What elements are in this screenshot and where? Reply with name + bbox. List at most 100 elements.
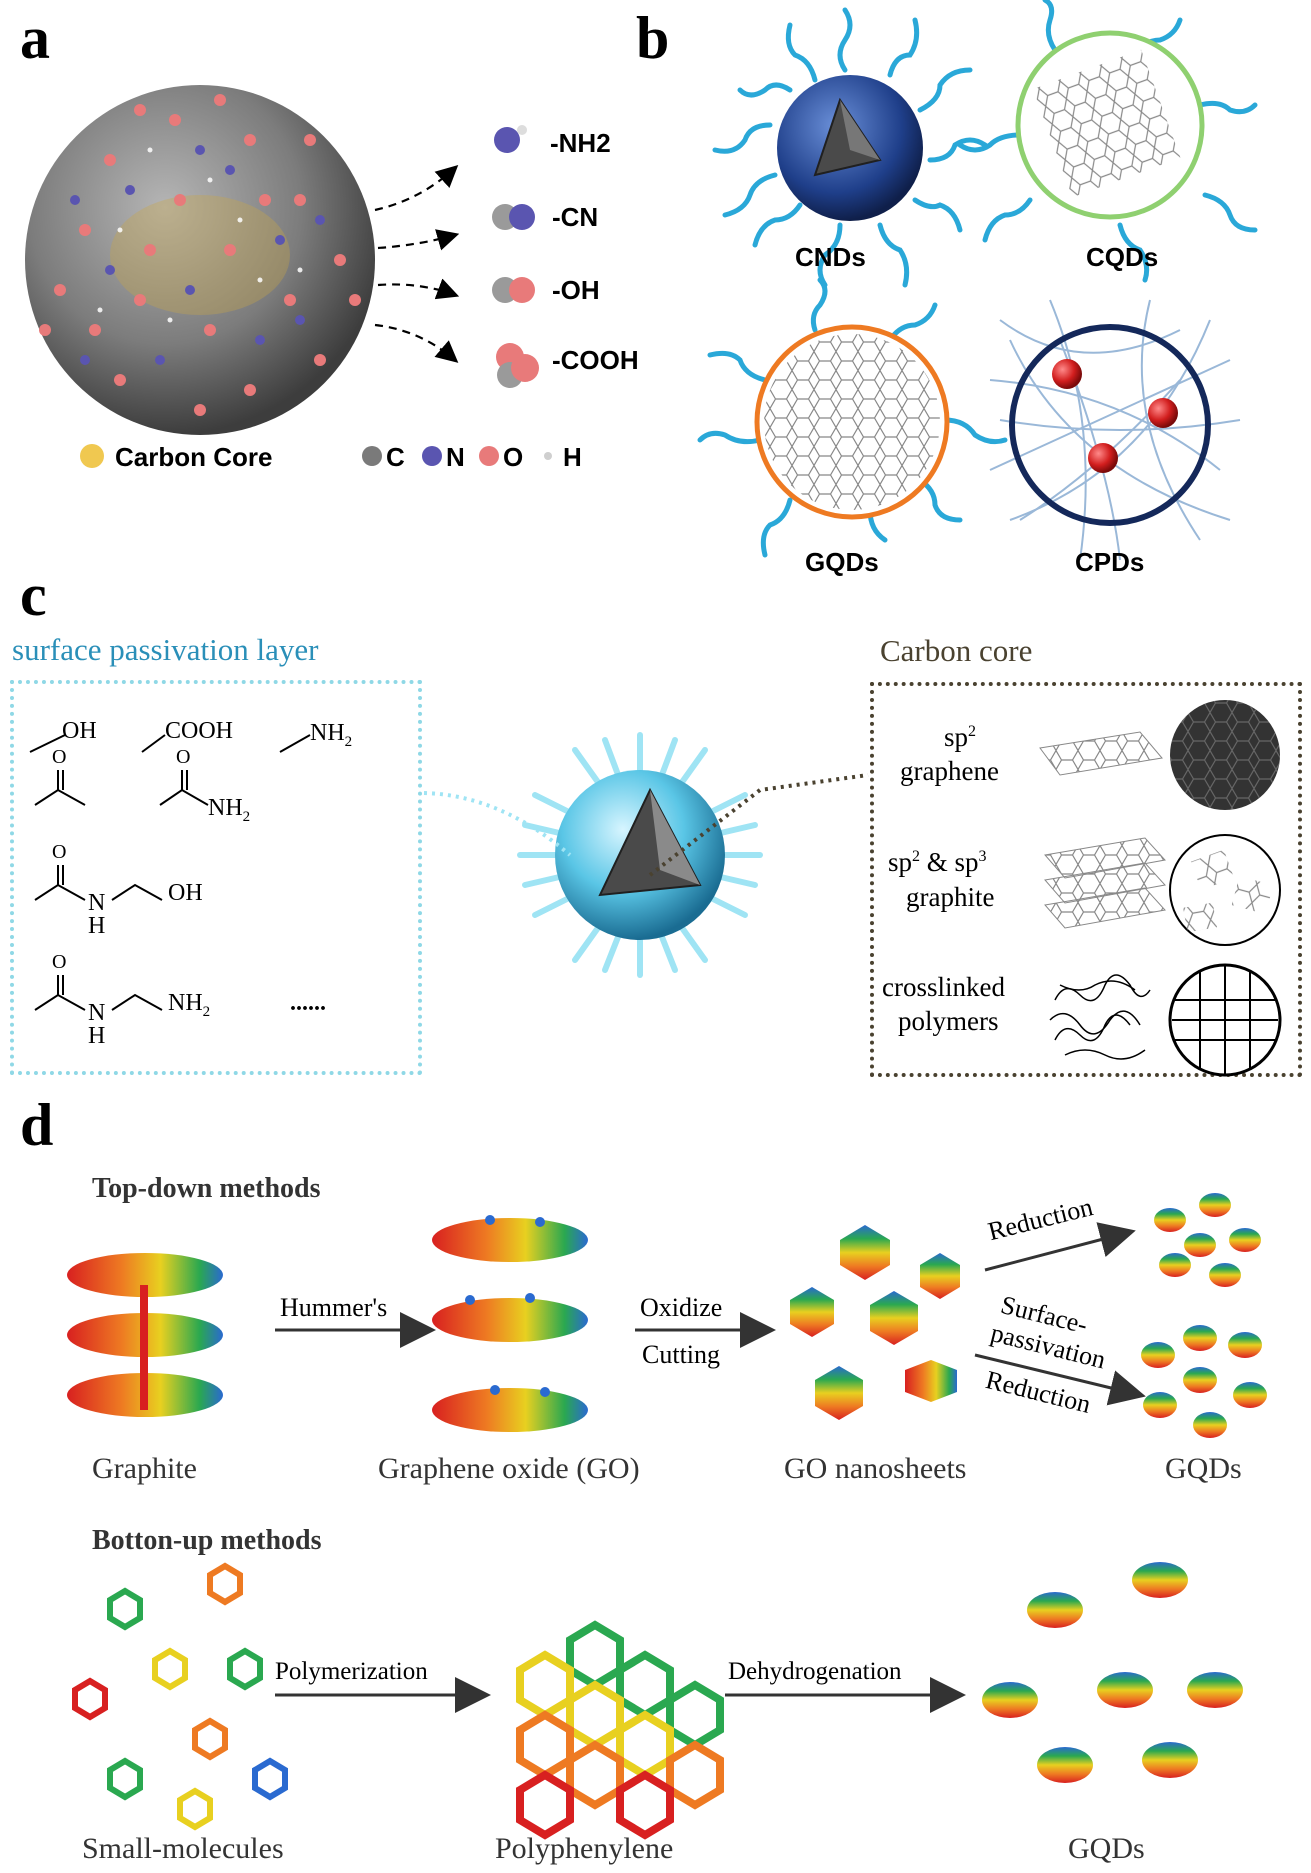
oh-group-label: OH — [62, 718, 97, 744]
legend-o-dot — [479, 446, 499, 466]
graphene-sphere-pattern — [1170, 700, 1280, 810]
core-row-graphene-line2: graphene — [900, 756, 999, 786]
core-row-graphite-line2: graphite — [906, 882, 995, 912]
label-oxidize: Oxidize — [640, 1293, 723, 1322]
group-label-cn: -CN — [552, 202, 599, 232]
passivation-layer-title: surface passivation layer — [12, 632, 319, 667]
panel-letter-b: b — [636, 5, 670, 71]
group-label-oh: -OH — [552, 275, 600, 305]
graphite-flake-2 — [1231, 876, 1274, 915]
cnd-core-pyramid-face — [840, 100, 880, 160]
core-row-graphite-line1: sp2 & sp3 — [888, 847, 987, 877]
gqd-top-cluster — [1154, 1193, 1261, 1287]
aminoethyl-h-label: H — [88, 1023, 106, 1049]
stage-gqds-topdown: GQDs — [1165, 1452, 1242, 1485]
stage-graphene-oxide: Graphene oxide (GO) — [378, 1452, 640, 1485]
carbon-dot-sphere — [25, 85, 375, 435]
label-dehydrogenation: Dehydrogenation — [728, 1658, 902, 1685]
core-row-polymer-line1: crosslinked — [882, 972, 1005, 1002]
cpd-core-ball-2 — [1148, 398, 1178, 428]
carbon-core-title: Carbon core — [880, 633, 1033, 668]
polymer-sphere-network — [1172, 965, 1278, 1075]
core-row-polymer-line2: polymers — [898, 1006, 999, 1036]
nh2-atoms — [494, 125, 527, 153]
label-hummers: Hummer's — [280, 1293, 388, 1322]
panel-b-graphics — [697, 0, 1258, 561]
group-arrows — [374, 165, 460, 363]
graphite-flake-1 — [1190, 849, 1235, 890]
label-cpds: CPDs — [1075, 547, 1145, 577]
cpd-ring — [1009, 324, 1211, 526]
bottomup-title: Botton-up methods — [92, 1525, 322, 1556]
graphite-flake-3 — [1183, 902, 1218, 933]
passivated-dot-core-face — [650, 790, 700, 885]
stage-gqds-bottomup: GQDs — [1068, 1832, 1145, 1865]
legend-core-dot — [80, 444, 104, 468]
legend-c: C — [386, 442, 405, 472]
group-label-nh2: -NH2 — [550, 128, 611, 158]
cooh-group-label: COOH — [165, 718, 234, 744]
stage-go-nanosheets: GO nanosheets — [784, 1452, 967, 1485]
go-nanosheets — [790, 1225, 960, 1420]
crosslinked-polymer-tangle — [1049, 974, 1151, 1060]
group-label-cooh: -COOH — [552, 345, 639, 375]
panel-letter-a: a — [20, 5, 50, 71]
carbon-core-box — [870, 682, 1302, 1077]
arrow-surface-passivation — [974, 1353, 1146, 1406]
more-groups-ellipsis: ...... — [290, 990, 326, 1016]
small-molecules — [72, 1562, 288, 1831]
label-polymerization: Polymerization — [275, 1658, 428, 1685]
legend-o: O — [503, 442, 524, 472]
legend-n: N — [446, 442, 465, 472]
arrow-reduction — [984, 1222, 1136, 1272]
passivation-connector — [423, 791, 572, 857]
label-cutting: Cutting — [642, 1340, 721, 1369]
graphene-sheet — [1039, 731, 1163, 776]
passivation-layer-box — [10, 680, 422, 1075]
cnd-illustration — [712, 7, 988, 288]
label-cnds: CNDs — [795, 242, 866, 272]
core-row-graphene-line1: sp2 — [943, 722, 976, 752]
cpd-core-ball-3 — [1088, 443, 1118, 473]
graphite-stack — [1044, 837, 1166, 929]
nh2-group-label: NH2 — [310, 720, 353, 750]
aminoethyl-o-label: O — [52, 951, 67, 973]
gqd-lattice — [764, 334, 940, 510]
go-layers — [432, 1215, 588, 1432]
gqd-bottom-cluster — [982, 1562, 1243, 1783]
gqd-passivated-cluster — [1141, 1325, 1267, 1438]
legend-h-dot — [544, 452, 552, 460]
hydroxyethyl-n-label: N — [88, 890, 106, 916]
cqd-lattice — [1033, 49, 1181, 198]
panel-c-graphics — [29, 700, 1282, 1077]
label-gqds: GQDs — [805, 547, 879, 577]
aminoethyl-n-label: N — [88, 1000, 106, 1026]
panel-letter-c: c — [20, 562, 47, 628]
hydroxyethyl-h-label: H — [88, 913, 106, 939]
panel-letter-d: d — [20, 1092, 54, 1158]
hydroxyethyl-o-label: O — [52, 841, 67, 863]
panel-a-graphics — [25, 85, 552, 468]
cpd-core-ball-1 — [1052, 359, 1082, 389]
ketone-o-label: O — [52, 746, 67, 768]
amide-o-label: O — [176, 746, 191, 768]
topdown-title: Top-down methods — [92, 1173, 321, 1204]
aminoethyl-nh2-label: NH2 — [168, 990, 211, 1020]
polyphenylene — [516, 1620, 724, 1840]
gqd-ligands — [697, 277, 1008, 558]
passivation-structures — [29, 734, 311, 1011]
stage-graphite: Graphite — [92, 1452, 197, 1485]
graphite-layers — [67, 1253, 223, 1417]
hydroxyethyl-oh-label: OH — [168, 880, 203, 906]
legend-h: H — [563, 442, 582, 472]
legend-c-dot — [362, 446, 382, 466]
legend-n-dot — [422, 446, 442, 466]
cn-atoms — [492, 204, 535, 230]
legend-carbon-core: Carbon Core — [115, 442, 273, 472]
oh-atoms — [492, 277, 535, 303]
stage-polyphenylene: Polyphenylene — [495, 1832, 674, 1865]
amide-nh2-label: NH2 — [208, 795, 251, 825]
label-cqds: CQDs — [1086, 242, 1159, 272]
